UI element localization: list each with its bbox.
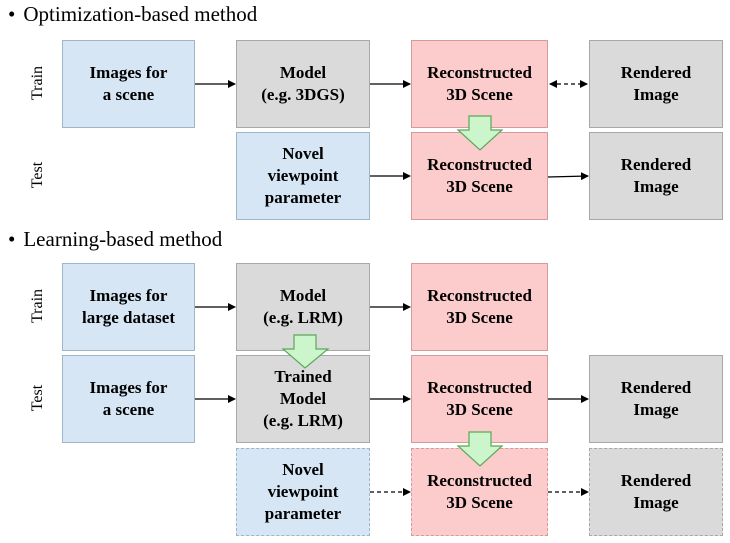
opt-test-scene-box: Reconstructed 3D Scene <box>411 132 548 220</box>
opt-train-input-box: Images for a scene <box>62 40 195 128</box>
transfer-arrow-learn-model <box>281 334 330 369</box>
opt-test-output-box: Rendered Image <box>589 132 723 220</box>
learn-train-input-box: Images for large dataset <box>62 263 195 351</box>
opt-train-model-box: Model (e.g. 3DGS) <box>236 40 370 128</box>
opt-train-output-box: Rendered Image <box>589 40 723 128</box>
learning-heading: •Learning-based method <box>8 227 223 251</box>
learn-render-output-box: Rendered Image <box>589 448 723 536</box>
arrow-opt-test-scene-to-output <box>547 172 589 181</box>
transfer-arrow-opt-scene <box>456 115 504 151</box>
opt-train-scene-box: Reconstructed 3D Scene <box>411 40 548 128</box>
learn-test-model-box: Trained Model (e.g. LRM) <box>236 355 370 443</box>
learn-train-scene-box: Reconstructed 3D Scene <box>411 263 548 351</box>
learn-render-input-box: Novel viewpoint parameter <box>236 448 370 536</box>
opt-test-input-box: Novel viewpoint parameter <box>236 132 370 220</box>
optimization-heading: •Optimization-based method <box>8 2 258 26</box>
learn-test-output-box: Rendered Image <box>589 355 723 443</box>
learn-test-input-box: Images for a scene <box>62 355 195 443</box>
transfer-arrow-learn-scene <box>456 431 504 467</box>
